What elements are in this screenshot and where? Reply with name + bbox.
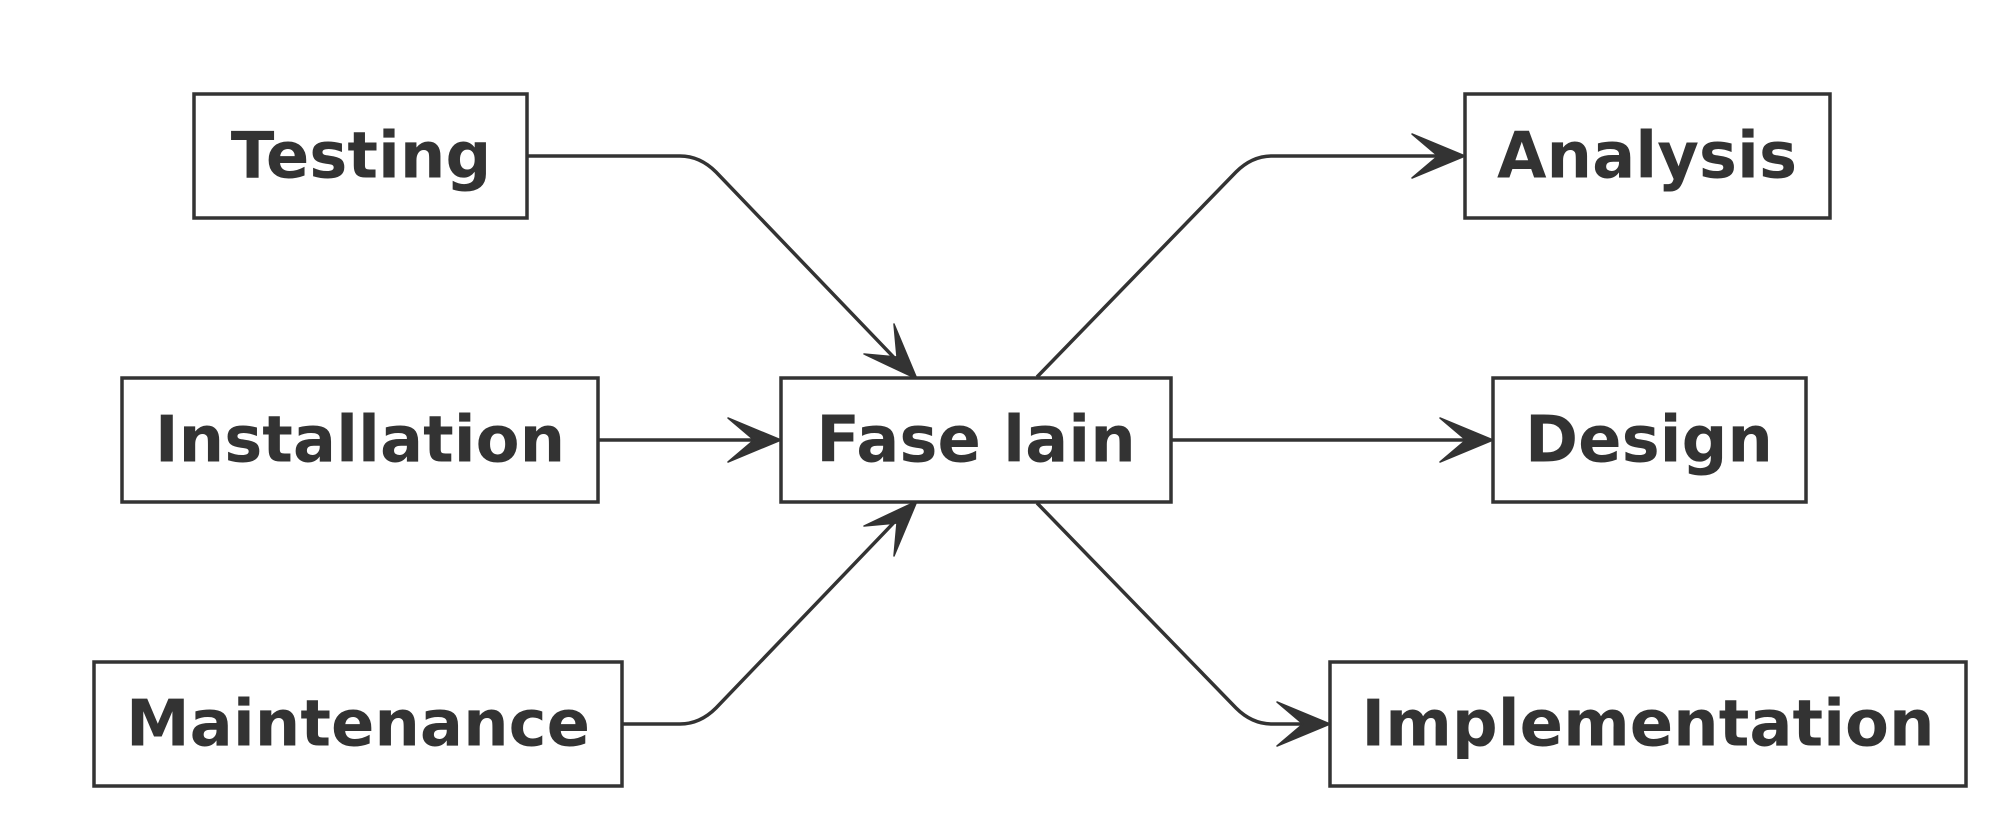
edges [527, 133, 1494, 747]
node-implementation[interactable]: Implementation [1328, 660, 1968, 788]
node-testing[interactable]: Testing [192, 92, 529, 220]
node-box [120, 376, 600, 504]
node-box [1328, 660, 1968, 788]
node-label: Fase lain [816, 404, 1136, 478]
node-fase-lain[interactable]: Fase lain [779, 376, 1173, 504]
arrow-into-fase-lain-from-testing [863, 323, 918, 380]
node-label: Testing [231, 120, 492, 194]
node-label: Implementation [1361, 688, 1934, 762]
node-label: Maintenance [126, 688, 590, 762]
node-box [92, 660, 624, 788]
node-installation[interactable]: Installation [120, 376, 600, 504]
node-analysis[interactable]: Analysis [1463, 92, 1832, 220]
node-label: Design [1525, 404, 1773, 478]
arrow-into-analysis [1411, 133, 1466, 179]
node-design[interactable]: Design [1491, 376, 1808, 504]
edge-maintenance-to-fase-lain [622, 510, 906, 726]
edge-testing-to-fase-lain [527, 154, 906, 370]
arrow-into-implementation [1276, 701, 1331, 747]
node-label: Installation [155, 404, 565, 478]
node-maintenance[interactable]: Maintenance [92, 660, 624, 788]
edge-fase-lain-to-analysis [1035, 154, 1455, 379]
arrow-into-fase-lain-from-maintenance [863, 500, 918, 557]
node-box [192, 92, 529, 220]
node-box [1463, 92, 1832, 220]
node-box [779, 376, 1173, 504]
arrow-into-fase-lain-from-installation [727, 417, 782, 463]
arrow-into-design [1439, 417, 1494, 463]
node-label: Analysis [1497, 120, 1797, 194]
edge-fase-lain-to-implementation [1035, 501, 1320, 726]
node-box [1491, 376, 1808, 504]
